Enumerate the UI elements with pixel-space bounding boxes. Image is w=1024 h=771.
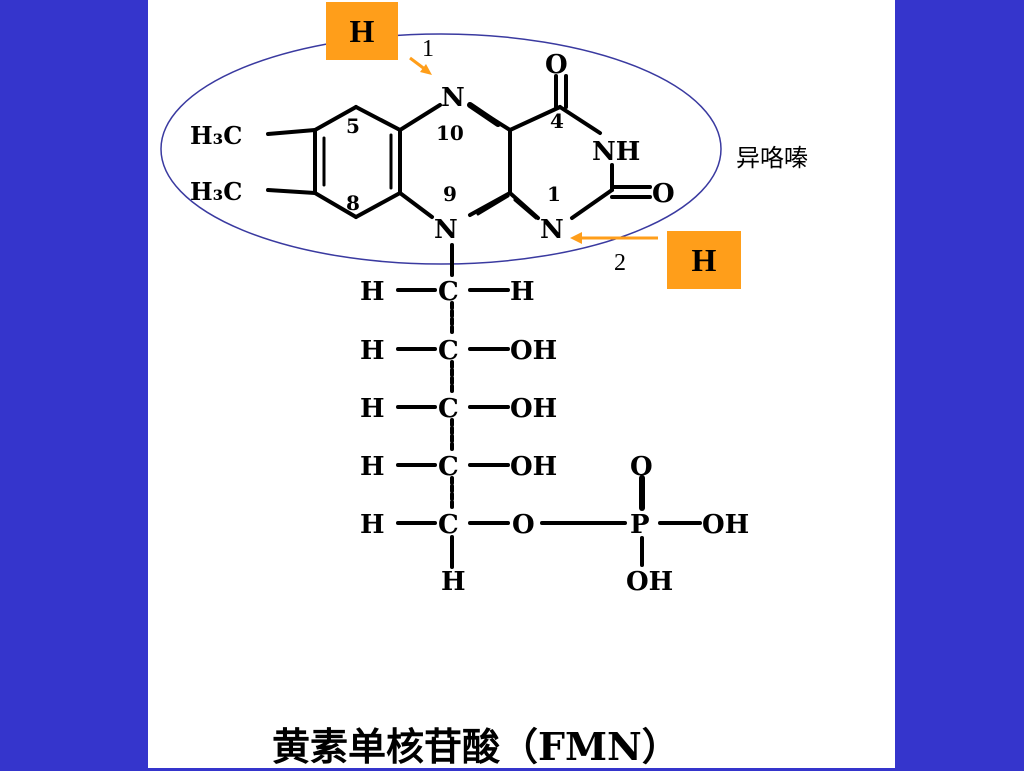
chain-row-3-left: H [360,394,385,424]
chain-row-5-left: H [360,510,385,540]
callout-number-1: 1 [422,36,434,62]
chain-row-2-center: C [438,336,459,366]
isoalloxazine-ellipse [160,33,722,265]
chain-row-2-left: H [360,336,385,366]
chain-row-1-left: H [360,277,385,307]
chain-row-3-center: C [438,394,459,424]
phosphate-oh-bottom: OH [626,567,673,597]
n5-label: N [441,83,465,113]
callout-h-box-top: H [326,2,398,60]
chain-row-1-right: H [510,277,535,307]
position-9-label: 9 [443,182,457,206]
position-5-label: 5 [346,114,360,138]
ch3-bottom-label: H₃C [190,177,242,206]
left-margin [0,0,148,768]
chain-row-3-right: OH [510,394,557,424]
content-panel [148,0,895,768]
phosphate-o-top: O [630,452,653,482]
chain-row-1-center: C [438,277,459,307]
bonds [266,74,702,569]
phosphate-oh-right: OH [702,510,749,540]
o-top-label: O [545,50,568,80]
chain-row-4-right: OH [510,452,557,482]
nh-label: NH [592,137,640,167]
n10-label: N [434,215,458,245]
position-8-label: 8 [346,191,360,215]
right-margin [895,0,1024,768]
chain-row-5-center: C [438,510,459,540]
callout-h-box-bottom: H [667,231,741,289]
position-4-label: 4 [550,109,564,133]
position-10-label: 10 [436,121,464,145]
callout-arrows [409,56,658,244]
ch3-top-label: H₃C [190,121,242,150]
position-1-label: 1 [547,182,561,206]
o-right-label: O [652,179,675,209]
n1-label: N [540,215,564,245]
isoalloxazine-label: 异咯嗪 [736,144,808,172]
chain-bottom-h: H [441,567,466,597]
callout-number-2: 2 [614,250,626,276]
chain-row-4-center: C [438,452,459,482]
chain-row-4-left: H [360,452,385,482]
slide-caption: 黄素单核苷酸（FMN） [272,724,680,769]
chain-row-2-right: OH [510,336,557,366]
phosphorus-label: P [630,510,650,540]
chain-row-5-right: O [512,510,535,540]
